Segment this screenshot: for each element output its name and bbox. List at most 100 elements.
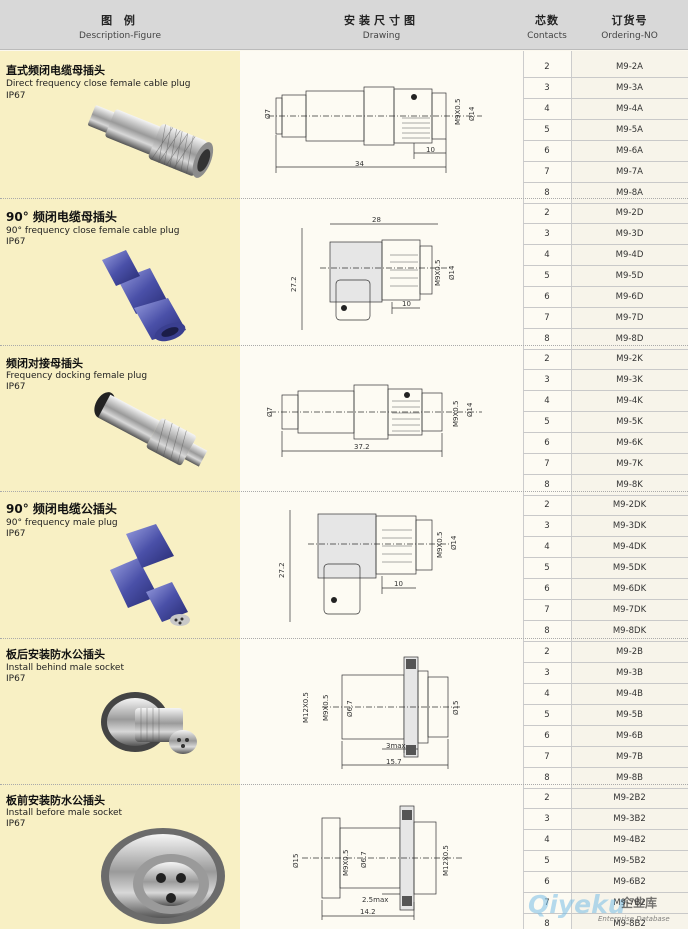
dim-label: Ø14 xyxy=(448,265,456,280)
header-ordering: 订货号 Ordering-NO xyxy=(571,0,688,50)
dim-label: 34 xyxy=(355,160,364,168)
header-drawing: 安装尺寸图 Drawing xyxy=(240,0,523,50)
dim-label: M9X0.5 xyxy=(452,401,460,427)
angled-female-plug-photo xyxy=(102,250,186,342)
dim-label: Ø7 xyxy=(264,109,272,119)
order-cell: M9-8A xyxy=(615,188,644,198)
table-header: 图 例 Description-Figure 安装尺寸图 Drawing 芯数 … xyxy=(0,0,688,50)
contacts-cell: 3 xyxy=(544,375,550,385)
dim-label: M12X0.5 xyxy=(302,692,310,723)
contacts-cell: 7 xyxy=(544,752,550,762)
product-title-en: Direct frequency close female cable plug xyxy=(6,79,191,89)
contacts-cell: 8 xyxy=(544,773,550,783)
dim-label: 2.5max xyxy=(362,896,388,904)
order-cell: M9-5K xyxy=(616,417,643,427)
before-male-socket-drawing: Ø15 M9X0.5 Ø6.7 M12X0.5 2.5max 14.2 xyxy=(292,805,462,920)
contacts-cell: 6 xyxy=(544,877,550,887)
product-title-zh: 90° 频闭电缆公插头 xyxy=(6,502,117,516)
section-divider xyxy=(0,638,688,639)
order-cell: M9-6DK xyxy=(612,584,647,594)
order-cell: M9-6B2 xyxy=(613,877,646,887)
contacts-cell: 7 xyxy=(544,167,550,177)
figure-column xyxy=(0,51,240,929)
order-cell: M9-6A xyxy=(615,146,644,156)
dim-label: Ø14 xyxy=(450,535,458,550)
contacts-cell: 4 xyxy=(544,835,550,845)
docking-female-plug-drawing: Ø7 M9X0.5 Ø14 37.2 xyxy=(266,384,482,457)
contacts-cell: 3 xyxy=(544,521,550,531)
contacts-cell: 6 xyxy=(544,438,550,448)
header-figure-en: Description-Figure xyxy=(79,31,161,41)
header-figure: 图 例 Description-Figure xyxy=(0,0,240,50)
contacts-cell: 6 xyxy=(544,584,550,594)
contacts-cell: 6 xyxy=(544,292,550,302)
dim-label: Ø14 xyxy=(466,402,474,417)
order-cell: M9-4K xyxy=(616,396,643,406)
order-cell: M9-2K xyxy=(616,354,643,364)
contacts-cell: 8 xyxy=(544,919,550,929)
order-cell: M9-8B2 xyxy=(613,919,646,929)
order-cell: M9-6D xyxy=(615,292,644,302)
dim-label: Ø14 xyxy=(468,106,476,121)
section-divider xyxy=(0,198,688,199)
contacts-cell: 2 xyxy=(544,354,550,364)
table-row: 3 M9-3D xyxy=(523,224,688,245)
dim-label: 10 xyxy=(426,146,435,154)
product-title-zh: 板前安装防水公插头 xyxy=(6,794,105,807)
angled-male-plug-photo xyxy=(110,524,190,626)
dim-label: M9X0.5 xyxy=(454,99,462,125)
straight-female-plug-photo xyxy=(88,105,214,178)
ip-rating: IP67 xyxy=(6,819,26,829)
dim-label: 10 xyxy=(402,300,411,308)
angled-female-plug-drawing: 28 27.2 M9X0.5 Ø14 10 xyxy=(290,216,456,330)
contacts-cell: 4 xyxy=(544,542,550,552)
order-cell: M9-6B xyxy=(615,731,644,741)
product-title-en: Frequency docking female plug xyxy=(6,371,148,381)
table-row: 6 M9-6B2 xyxy=(523,872,688,893)
watermark-brand-cn: 企业库 xyxy=(621,896,658,910)
contacts-cell: 2 xyxy=(544,793,550,803)
order-cell: M9-5A xyxy=(615,125,644,135)
contacts-column xyxy=(523,51,571,929)
ip-rating: IP67 xyxy=(6,91,26,101)
header-contacts: 芯数 Contacts xyxy=(523,0,571,50)
order-cell: M9-3DK xyxy=(612,521,647,531)
order-cell: M9-6K xyxy=(616,438,643,448)
order-cell: M9-7B xyxy=(615,752,644,762)
table-row: 6 M9-6K xyxy=(523,433,688,454)
dim-label: 15.7 xyxy=(386,758,402,766)
order-cell: M9-4B2 xyxy=(613,835,646,845)
dim-label: 27.2 xyxy=(290,276,298,292)
dim-label: M9X0.5 xyxy=(342,850,350,876)
ip-rating: IP67 xyxy=(6,382,26,392)
dim-label: M9X0.5 xyxy=(436,532,444,558)
ip-rating: IP67 xyxy=(6,237,26,247)
dim-label: M12X0.5 xyxy=(442,845,450,876)
product-title-zh: 直式频闭电缆母插头 xyxy=(6,64,105,77)
contacts-cell: 5 xyxy=(544,125,550,135)
order-cell: M9-3D xyxy=(615,229,644,239)
order-cell: M9-4D xyxy=(615,250,644,260)
order-cell: M9-8DK xyxy=(612,626,647,636)
order-cell: M9-4A xyxy=(615,104,644,114)
drawing-column xyxy=(240,51,523,929)
contacts-cell: 3 xyxy=(544,229,550,239)
product-title-zh: 频闭对接母插头 xyxy=(6,357,83,370)
dim-label: 27.2 xyxy=(278,562,286,578)
order-cell: M9-3B xyxy=(615,668,644,678)
dim-label: 14.2 xyxy=(360,908,376,916)
